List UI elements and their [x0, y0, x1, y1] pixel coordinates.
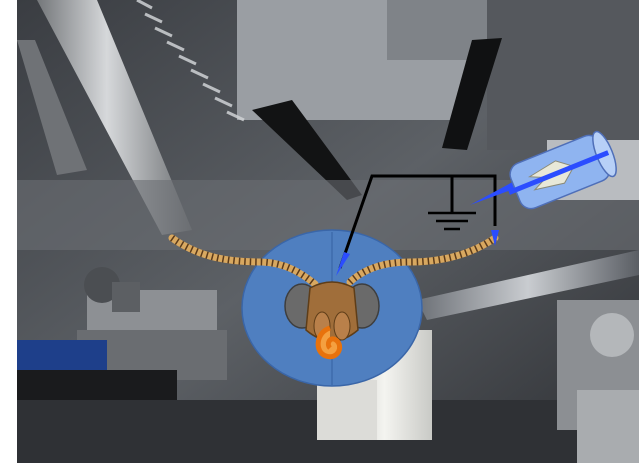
odor-delivery-tube-icon	[470, 129, 621, 215]
ground-symbol	[428, 213, 476, 229]
